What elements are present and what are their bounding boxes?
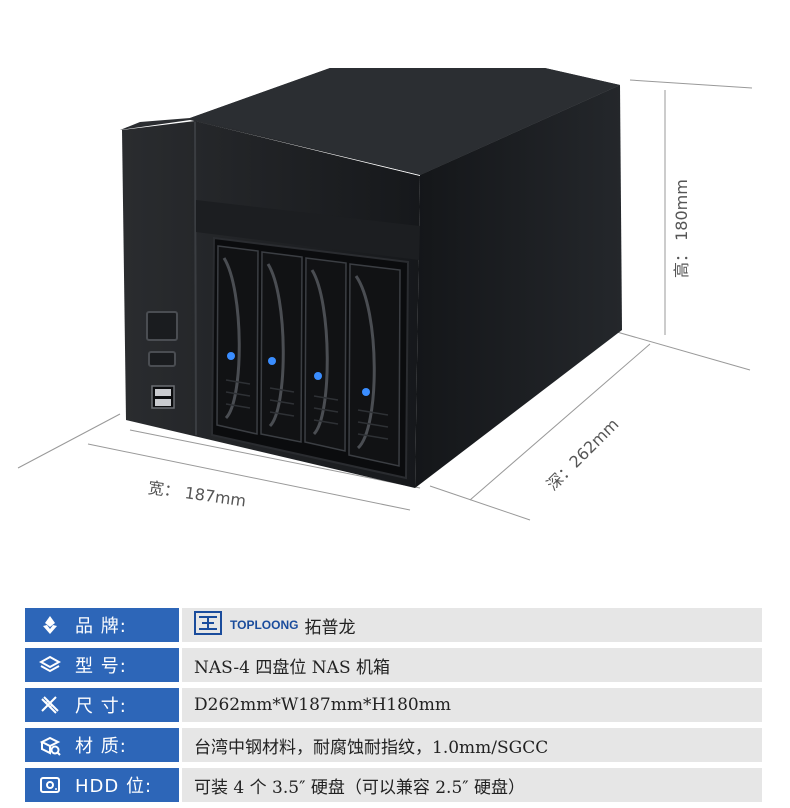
case-side [415, 85, 622, 488]
spec-label: 型 号: [75, 656, 127, 677]
height-dimension-label: 高： 180mm [672, 179, 691, 278]
drive-icon [37, 774, 63, 796]
spec-table: 品 牌: TOPLOONG 拓普龙 型 号: NAS-4 四盘位 NAS 机箱 … [25, 608, 762, 808]
spec-label: 尺 寸: [75, 696, 127, 717]
spec-row-size: 尺 寸: D262mm*W187mm*H180mm [25, 688, 762, 722]
led-icon [268, 357, 276, 365]
drive-tray-3[interactable] [304, 257, 347, 452]
drive-tray-1[interactable] [216, 245, 259, 435]
spec-label: HDD 位: [75, 776, 153, 797]
drive-tray-4[interactable] [348, 263, 401, 467]
spec-row-brand: 品 牌: TOPLOONG 拓普龙 [25, 608, 762, 642]
spec-label: 品 牌: [75, 616, 127, 637]
spec-label-cell: 尺 寸: [25, 688, 179, 722]
led-icon [227, 352, 235, 360]
reset-button[interactable] [148, 351, 176, 367]
power-button[interactable] [146, 311, 178, 341]
spec-label-cell: 品 牌: [25, 608, 179, 642]
spec-value-brand: TOPLOONG 拓普龙 [182, 608, 762, 642]
spec-value: 台湾中钢材料，耐腐蚀耐指纹，1.0mm/SGCC [182, 728, 762, 762]
spec-row-material: 材 质: 台湾中钢材料，耐腐蚀耐指纹，1.0mm/SGCC [25, 728, 762, 762]
spec-value: 可装 4 个 3.5″ 硬盘（可以兼容 2.5″ 硬盘） [182, 768, 762, 802]
led-icon [314, 372, 322, 380]
brand-logo-text: TOPLOONG [230, 618, 299, 632]
product-photo: 宽： 187mm 深：262mm 高： 180mm [17, 68, 753, 521]
spec-row-model: 型 号: NAS-4 四盘位 NAS 机箱 [25, 648, 762, 682]
spec-label: 材 质: [75, 736, 127, 757]
spec-label-cell: 型 号: [25, 648, 179, 682]
front-seam [194, 121, 197, 436]
badge-icon [37, 614, 63, 636]
drive-tray-2[interactable] [260, 251, 303, 443]
ruler-icon [37, 694, 63, 716]
material-icon [37, 734, 63, 756]
brand-cn-name: 拓普龙 [304, 617, 356, 638]
spec-value: D262mm*W187mm*H180mm [182, 688, 762, 722]
nas-case-illustration [17, 68, 753, 521]
led-icon [362, 388, 370, 396]
case-top-panel [190, 68, 620, 175]
dimension-lines [17, 79, 753, 521]
spec-row-hdd: HDD 位: 可装 4 个 3.5″ 硬盘（可以兼容 2.5″ 硬盘） [25, 768, 762, 802]
spec-value: NAS-4 四盘位 NAS 机箱 [182, 648, 762, 682]
upper-band [196, 200, 420, 260]
layers-icon [37, 654, 63, 676]
spec-label-cell: HDD 位: [25, 768, 179, 802]
usb-ports[interactable] [151, 385, 175, 409]
brand-logo-icon [194, 610, 222, 640]
spec-label-cell: 材 质: [25, 728, 179, 762]
